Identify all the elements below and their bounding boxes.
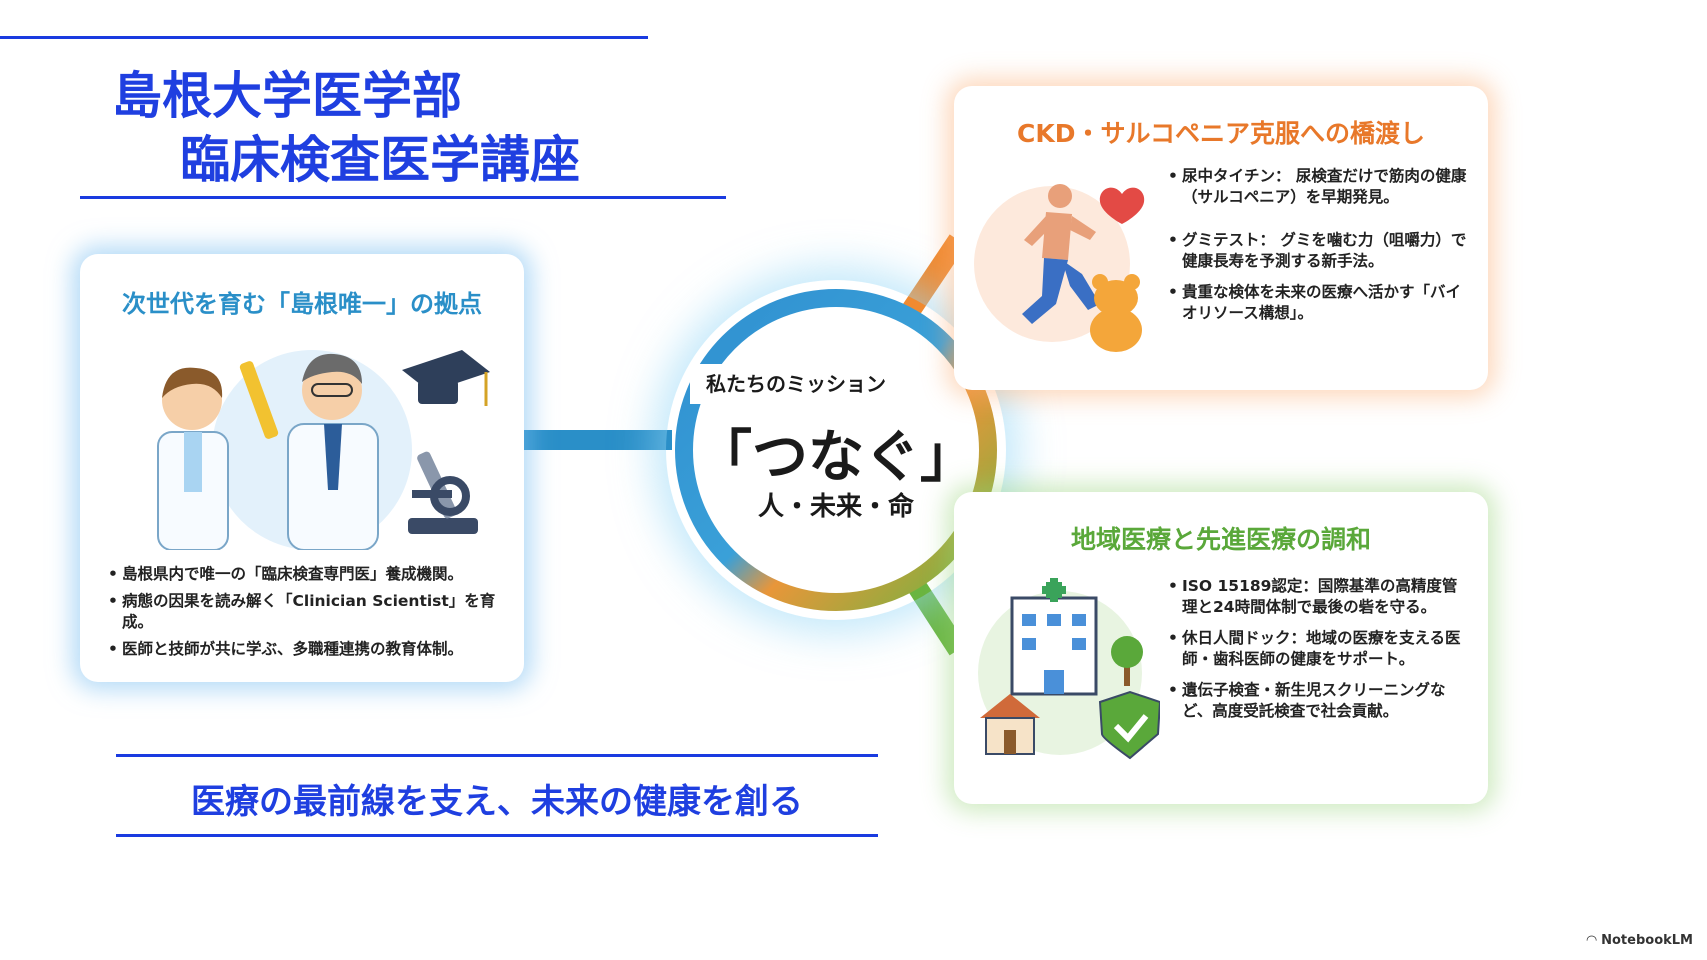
runner-gummy-illustration — [974, 184, 1145, 352]
house-icon — [980, 694, 1040, 755]
mission-label: 私たちのミッション — [690, 364, 902, 404]
education-card-title: 次世代を育む「島根唯一」の拠点 — [122, 290, 482, 318]
community-bullets: ISO 15189認定：国際基準の高精度管理と24時間体制で最後の砦を守る。 休… — [1168, 576, 1468, 722]
hospital-house-illustration — [978, 578, 1160, 760]
gummy-bear-icon — [1090, 274, 1142, 352]
education-bullets: 島根県内で唯一の「臨床検査専門医」養成機関。 病態の因果を読み解く「Clinic… — [108, 564, 508, 660]
notebooklm-brand: ◠ NotebookLM — [1587, 933, 1693, 948]
education-bullet: 医師と技師が共に学ぶ、多職種連携の教育体制。 — [108, 639, 508, 660]
education-card: 次世代を育む「島根唯一」の拠点 島根県内で唯一の「臨床検査専門医」養成機関。 病… — [80, 254, 524, 682]
education-bullet: 島根県内で唯一の「臨床検査専門医」養成機関。 — [108, 564, 508, 585]
research-card-title: CKD・サルコペニア克服への橋渡し — [1017, 119, 1425, 148]
research-bullet: 貴重な検体を未来の医療へ活かす「バイオリソース構想」。 — [1168, 282, 1468, 324]
research-bullets: 尿中タイチン： 尿検査だけで筋肉の健康（サルコペニア）を早期発見。 グミテスト：… — [1168, 166, 1468, 324]
research-card: CKD・サルコペニア克服への橋渡し 尿中タイチン： 尿検査だけで筋肉の健康（サル… — [954, 86, 1488, 390]
footer-top-rule — [116, 754, 878, 757]
footer-bottom-rule — [116, 834, 878, 837]
community-bullet: 休日人間ドック：地域の医療を支える医師・歯科医師の健康をサポート。 — [1168, 628, 1468, 670]
research-bullet: 尿中タイチン： 尿検査だけで筋肉の健康（サルコペニア）を早期発見。 — [1168, 166, 1468, 208]
header-title-line2: 臨床検査医学講座 — [180, 131, 580, 189]
header-title-line1: 島根大学医学部 — [112, 67, 462, 125]
tree-icon — [1111, 636, 1143, 686]
doctor-student-illustration — [157, 350, 490, 550]
notebooklm-logo-icon: ◠ — [1586, 933, 1602, 948]
hospital-icon — [1010, 578, 1098, 696]
heart-icon — [1099, 187, 1145, 224]
header-top-rule — [0, 36, 648, 39]
doctor-head-icon — [302, 360, 362, 420]
research-bullet: グミテスト： グミを噛む力（咀嚼力）で健康長寿を予測する新手法。 — [1168, 230, 1468, 272]
shield-check-icon — [1098, 690, 1160, 760]
footer-tagline: 医療の最前線を支え、未来の健康を創る — [191, 782, 803, 822]
community-card-title: 地域医療と先進医療の調和 — [1070, 525, 1371, 554]
mission-subtitle: 人・未来・命 — [757, 492, 914, 522]
community-bullet: 遺伝子検査・新生児スクリーニングなど、高度受託検査で社会貢献。 — [1168, 680, 1468, 722]
community-bullet: ISO 15189認定：国際基準の高精度管理と24時間体制で最後の砦を守る。 — [1168, 576, 1468, 618]
education-bullet: 病態の因果を読み解く「Clinician Scientist」を育成。 — [108, 591, 508, 633]
brand-label: NotebookLM — [1601, 933, 1693, 948]
runner-icon — [1022, 184, 1100, 324]
mission-keyword: 「つなぐ」 — [696, 425, 976, 490]
community-card: 地域医療と先進医療の調和 ISO 15189認定：国際基準の高精度管理と2 — [954, 492, 1488, 804]
header-bottom-rule — [80, 196, 726, 199]
microscope-icon — [408, 451, 478, 534]
